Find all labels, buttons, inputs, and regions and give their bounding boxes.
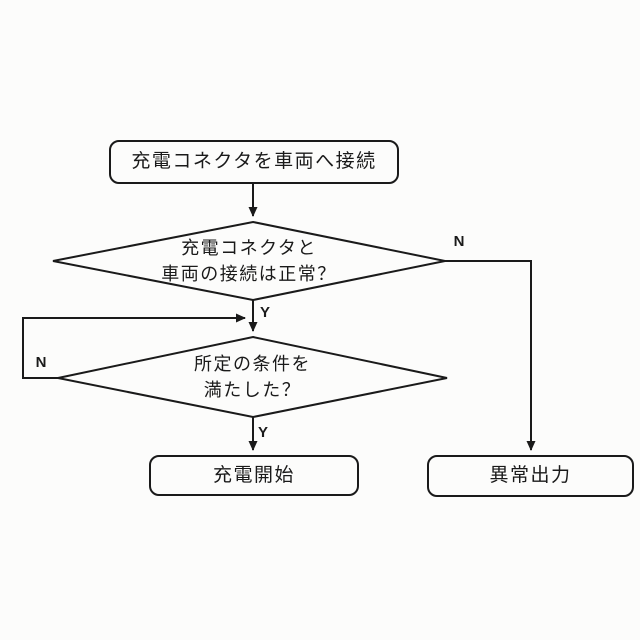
charge-start-node-label: 充電開始 bbox=[212, 464, 295, 486]
decision2-yes-branch-label: Y bbox=[257, 423, 268, 441]
start-node-label: 充電コネクタを車両へ接続 bbox=[131, 151, 377, 173]
error-output-node-shape bbox=[427, 455, 634, 497]
error-output-node-label: 異常出力 bbox=[489, 465, 572, 487]
decision2-diamond-shape bbox=[57, 335, 448, 419]
connector-decision2-no-loopback bbox=[22, 313, 246, 379]
charge-start-node-shape bbox=[149, 455, 359, 496]
decision2-no-branch-label: N bbox=[35, 353, 47, 371]
decision2-label: 所定の条件を 満たした？ bbox=[194, 353, 311, 400]
decision1-yes-branch-label: Y bbox=[259, 303, 270, 321]
decision1-no-branch-label: N bbox=[453, 232, 465, 250]
start-node-shape bbox=[109, 140, 399, 184]
decision1-label: 充電コネクタと 車両の接続は正常？ bbox=[161, 237, 337, 284]
connector-decision1-no-to-error-output bbox=[445, 260, 536, 451]
decision1-diamond-shape bbox=[52, 220, 446, 302]
